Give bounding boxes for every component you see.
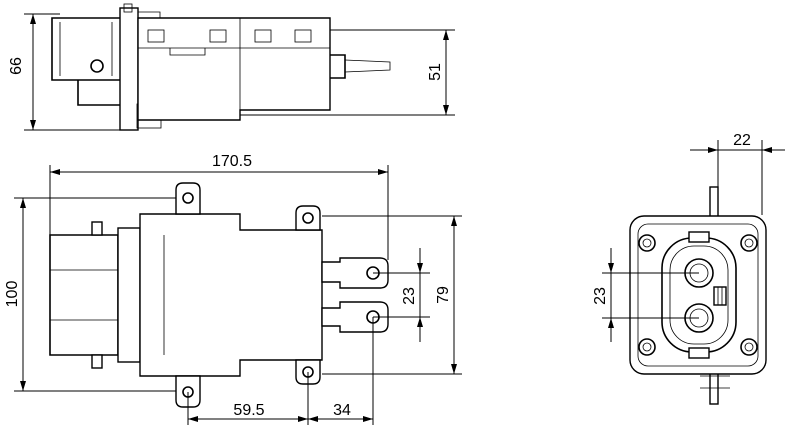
dim-66: 66 <box>8 57 25 75</box>
dim-59-5: 59.5 <box>233 402 264 419</box>
dim-23-front: 23 <box>401 287 418 305</box>
top-view: 66 51 <box>8 3 455 131</box>
front-view: 170.5 100 <box>4 153 462 425</box>
side-view: 22 23 <box>592 132 785 405</box>
dim-170-5: 170.5 <box>212 153 252 170</box>
dim-22: 22 <box>733 132 751 149</box>
dim-51: 51 <box>427 63 444 81</box>
dim-100: 100 <box>4 281 21 308</box>
dim-34: 34 <box>333 402 351 419</box>
dim-79: 79 <box>435 286 452 304</box>
dim-23-side: 23 <box>592 287 609 305</box>
